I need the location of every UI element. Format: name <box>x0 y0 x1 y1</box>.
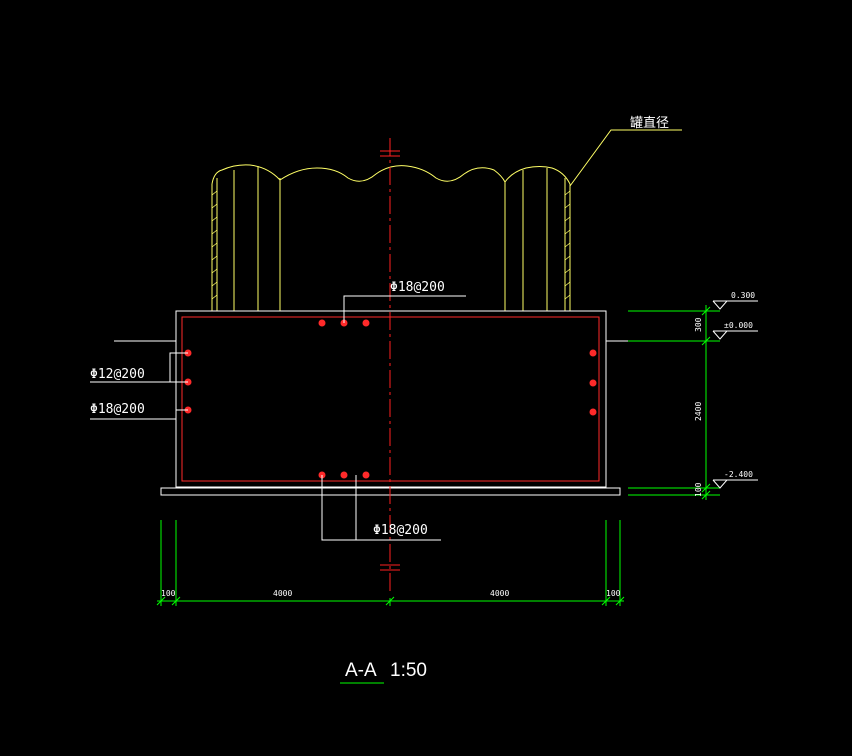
dim-middle: 2400 <box>694 402 703 421</box>
rebar-bottom-2 <box>340 471 348 479</box>
elevation-bottom: -2.400 <box>724 470 753 479</box>
dim-right-half: 4000 <box>490 589 509 598</box>
dim-lower: 100 <box>694 482 703 497</box>
dim-left-edge: 100 <box>161 589 176 598</box>
centerline <box>380 138 400 595</box>
rebar-right-2 <box>589 379 597 387</box>
rebar-bottom-3 <box>362 471 370 479</box>
rebar-right-1 <box>589 349 597 357</box>
vertical-dimensions <box>628 305 720 500</box>
tank-walls <box>211 129 682 311</box>
elevation-top: 0.300 <box>731 291 755 300</box>
rebar-bars <box>184 319 597 479</box>
top-rebar-label: Φ18@200 <box>390 280 445 295</box>
side-rebar-label-1: Φ12@200 <box>90 367 145 382</box>
tank-note-label: 罐直径 <box>630 116 669 131</box>
dim-upper: 300 <box>694 317 703 332</box>
rebar-leaders <box>90 295 466 541</box>
section-title: A-A <box>345 660 377 681</box>
rebar-right-3 <box>589 408 597 416</box>
section-scale: 1:50 <box>390 660 427 681</box>
elevation-markers <box>712 300 758 489</box>
elevation-ground: ±0.000 <box>724 321 753 330</box>
horizontal-dimensions <box>156 520 625 606</box>
dim-right-edge: 100 <box>606 589 621 598</box>
bottom-rebar-label: Φ18@200 <box>373 523 428 538</box>
tank-wall-hatching <box>211 190 571 300</box>
rebar-top-1 <box>318 319 326 327</box>
dim-left-half: 4000 <box>273 589 292 598</box>
rebar-top-3 <box>362 319 370 327</box>
side-rebar-label-2: Φ18@200 <box>90 402 145 417</box>
